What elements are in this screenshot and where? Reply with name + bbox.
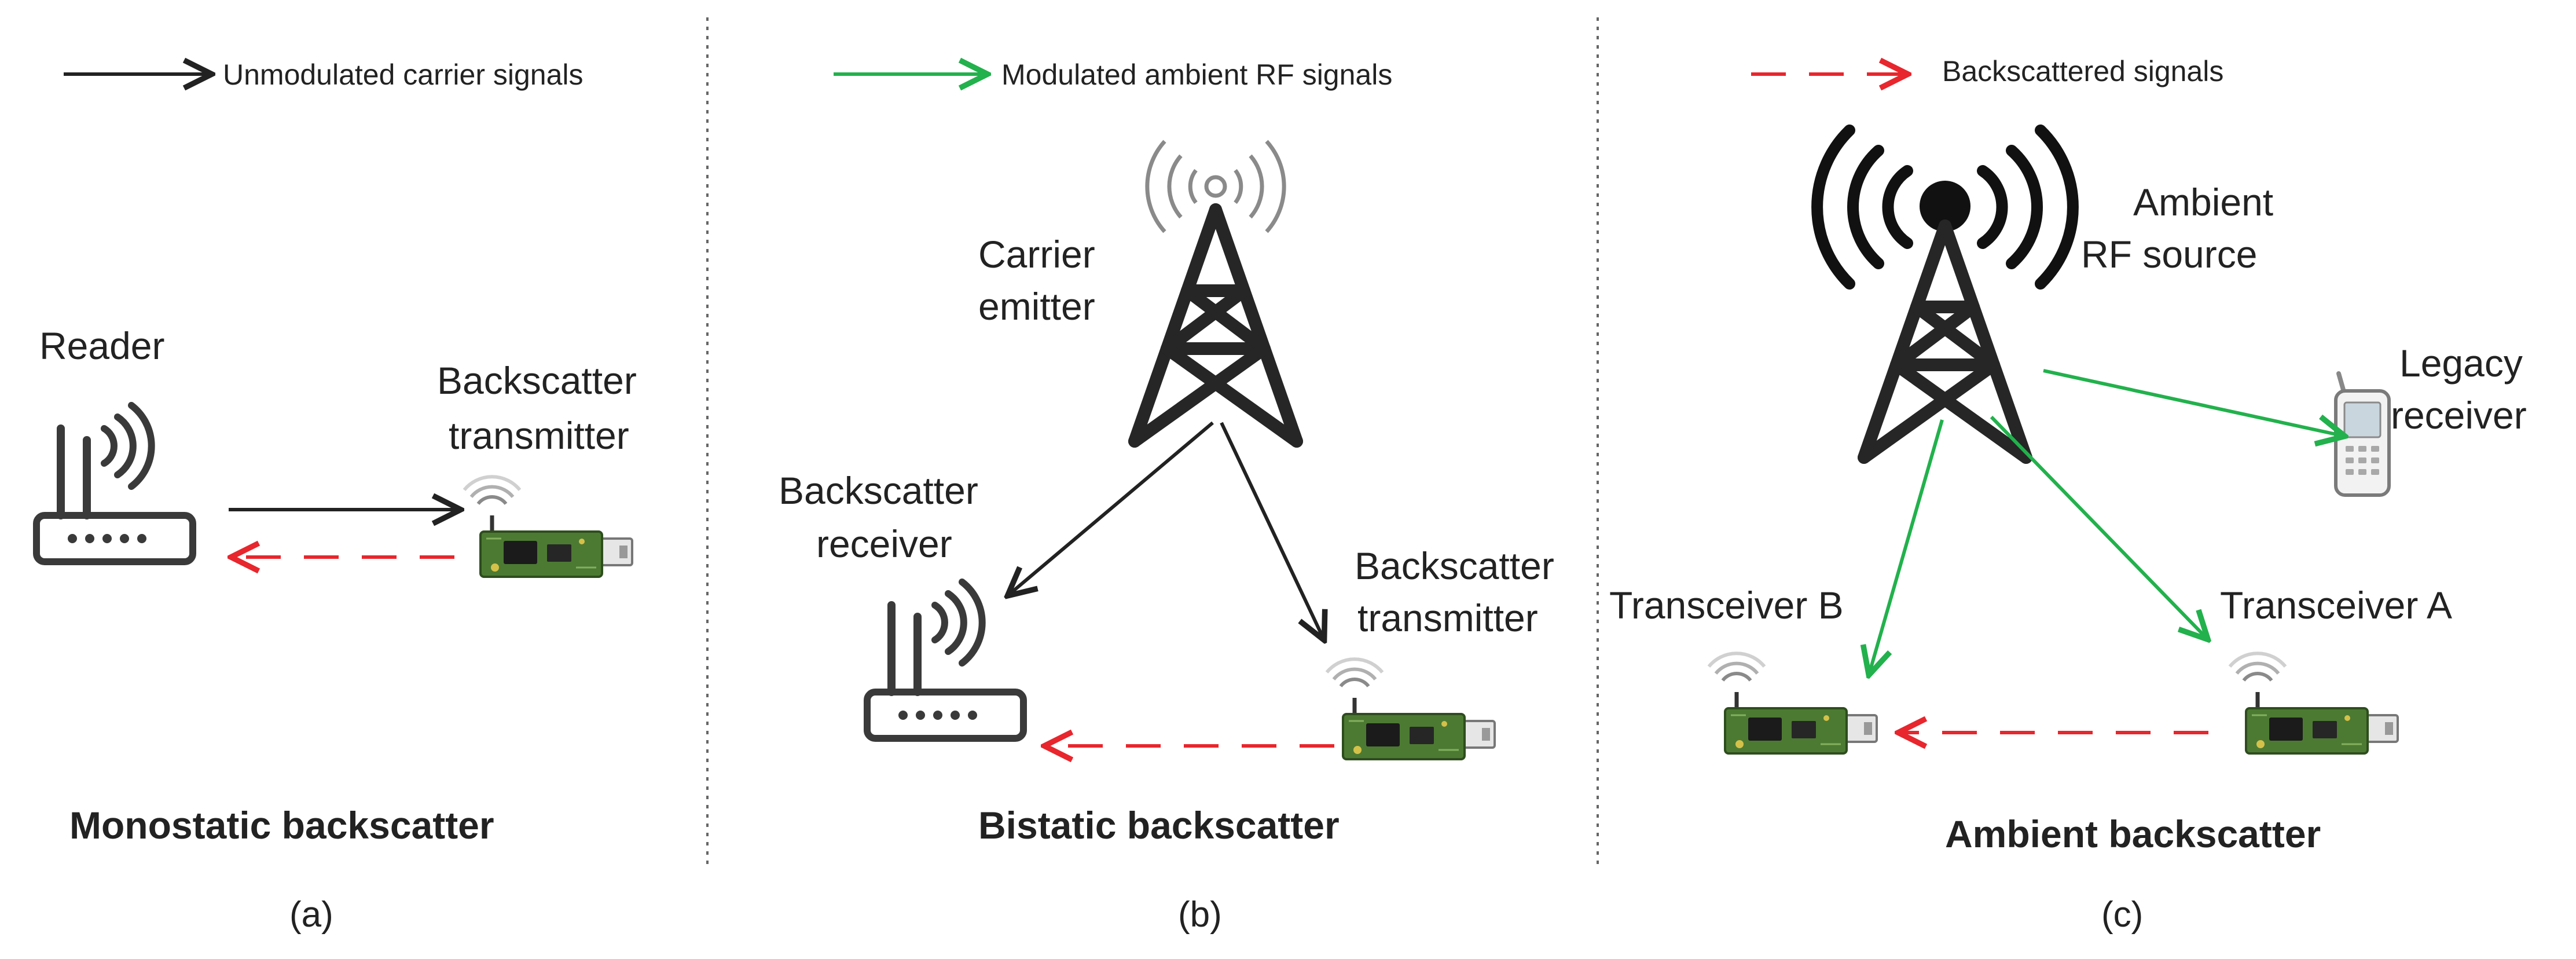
reader-router-icon bbox=[36, 405, 193, 562]
transceiver-b-tag-icon bbox=[1709, 653, 1877, 753]
receiver-router-icon bbox=[867, 582, 1023, 738]
source-waves-icon bbox=[1811, 125, 2079, 290]
carrier-to-transmitter-arrow bbox=[1220, 422, 1323, 637]
transceiver-a-tag-icon bbox=[2230, 653, 2398, 753]
transmitter-b-label-line1: Backscatter bbox=[1355, 544, 1554, 587]
panel-c-title: Ambient backscatter bbox=[1945, 812, 2321, 855]
source-label-line1: Ambient bbox=[2133, 181, 2273, 224]
ambient-source-tower-icon bbox=[1864, 226, 2026, 457]
legend-backscattered-label: Backscattered signals bbox=[1942, 55, 2223, 87]
source-to-transceiver-a-arrow bbox=[1990, 415, 2206, 637]
carrier-emitter-tower-icon bbox=[1135, 210, 1297, 441]
emitter-label-line1: Carrier bbox=[978, 233, 1095, 276]
receiver-label-line1: Backscatter bbox=[779, 469, 978, 512]
transmitter-tag-icon bbox=[1327, 659, 1495, 759]
source-label-line2: RF source bbox=[2081, 233, 2257, 276]
emitter-waves-icon bbox=[1145, 140, 1286, 233]
panel-c-label: (c) bbox=[2101, 895, 2143, 935]
transceiver-b-label: Transceiver B bbox=[1609, 584, 1844, 627]
panel-a-label: (a) bbox=[289, 895, 333, 935]
reader-label: Reader bbox=[39, 324, 164, 367]
legend-modulated-label: Modulated ambient RF signals bbox=[1001, 58, 1392, 91]
transmitter-tag-icon bbox=[464, 477, 632, 577]
legacy-label-line2: receiver bbox=[2391, 394, 2527, 437]
carrier-to-receiver-arrow bbox=[1010, 421, 1214, 594]
source-to-transceiver-b-arrow bbox=[1870, 419, 1944, 672]
receiver-label-line2: receiver bbox=[816, 522, 952, 565]
legacy-phone-icon bbox=[2336, 374, 2389, 495]
panel-a-title: Monostatic backscatter bbox=[69, 804, 494, 847]
source-antenna-icon bbox=[1920, 181, 1970, 232]
panel-bistatic: Carrier emitter Backscatter receiver Bac… bbox=[779, 140, 1554, 935]
transmitter-b-label-line2: transmitter bbox=[1357, 596, 1538, 639]
legend-unmodulated-label: Unmodulated carrier signals bbox=[223, 58, 584, 91]
legacy-label-line1: Legacy bbox=[2399, 342, 2523, 385]
panel-b-title: Bistatic backscatter bbox=[978, 804, 1340, 847]
panel-b-label: (b) bbox=[1178, 895, 1222, 935]
emitter-label-line2: emitter bbox=[978, 285, 1095, 328]
panel-monostatic: Reader Backscatter transmitter Monostati… bbox=[36, 324, 637, 935]
panel-ambient: Ambient RF source Legacy receiver Transc… bbox=[1609, 125, 2527, 935]
transceiver-a-label: Transceiver A bbox=[2220, 584, 2452, 627]
source-to-legacy-arrow bbox=[2043, 369, 2342, 435]
transmitter-label-line2: transmitter bbox=[449, 414, 629, 457]
transmitter-label-line1: Backscatter bbox=[437, 359, 637, 402]
